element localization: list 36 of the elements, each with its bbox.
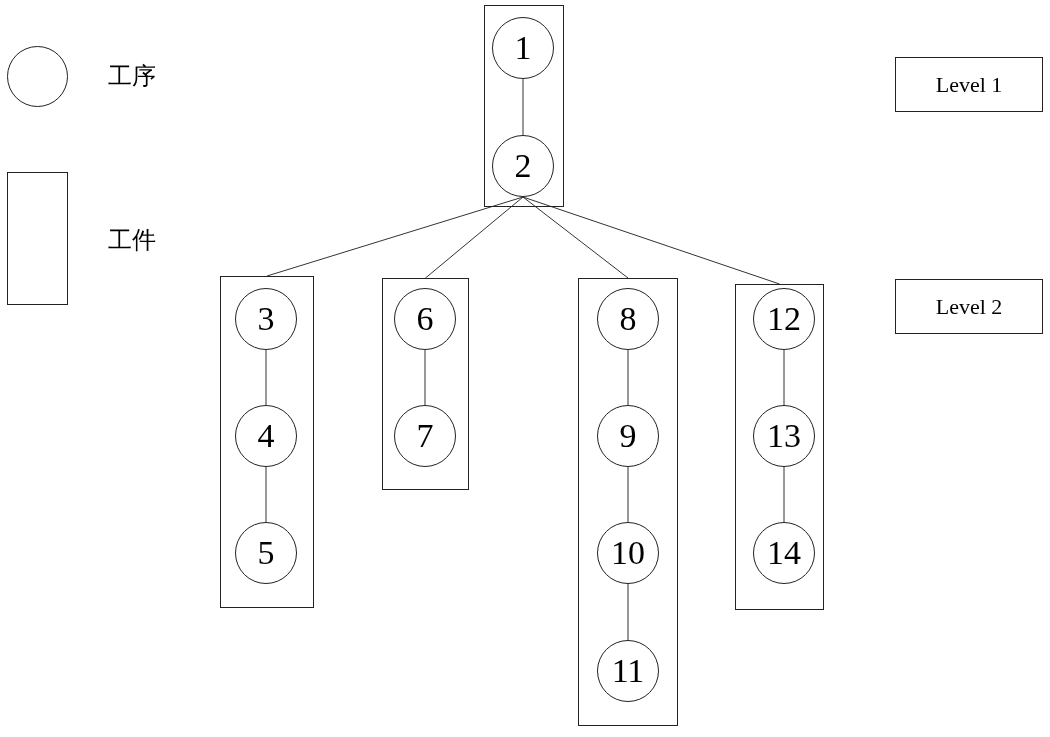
operation-circle: 2 (492, 135, 554, 197)
connector-line (627, 583, 629, 641)
operation-circle: 9 (597, 405, 659, 467)
connector-line (627, 349, 629, 406)
legend-label: 工序 (108, 61, 156, 92)
operation-circle: 4 (235, 405, 297, 467)
connector-line (522, 78, 524, 136)
operation-circle: 10 (597, 522, 659, 584)
workpiece-box (382, 278, 469, 490)
connector-line (266, 196, 524, 277)
operation-circle: 11 (597, 640, 659, 702)
operation-circle: 14 (753, 522, 815, 584)
connector-line (783, 466, 785, 523)
level-box: Level 2 (895, 279, 1043, 334)
workpiece-box (220, 276, 314, 608)
connector-line (424, 349, 426, 406)
connector-line (265, 349, 267, 406)
connector-line (265, 466, 267, 523)
operation-circle: 1 (492, 17, 554, 79)
connector-line (783, 349, 785, 406)
operation-circle: 7 (394, 405, 456, 467)
operation-circle: 5 (235, 522, 297, 584)
legend-label: 工件 (108, 225, 156, 256)
workpiece-box (735, 284, 824, 610)
operation-circle: 6 (394, 288, 456, 350)
operation-circle: 12 (753, 288, 815, 350)
operation-circle: 13 (753, 405, 815, 467)
connector-line (627, 466, 629, 523)
operation-circle: 3 (235, 288, 297, 350)
connector-line (522, 196, 629, 279)
workpiece-box (578, 278, 678, 726)
level-box: Level 1 (895, 57, 1043, 112)
operation-circle: 8 (597, 288, 659, 350)
connector-line (425, 196, 524, 279)
workpiece-box (484, 5, 564, 207)
connector-line (522, 196, 780, 285)
